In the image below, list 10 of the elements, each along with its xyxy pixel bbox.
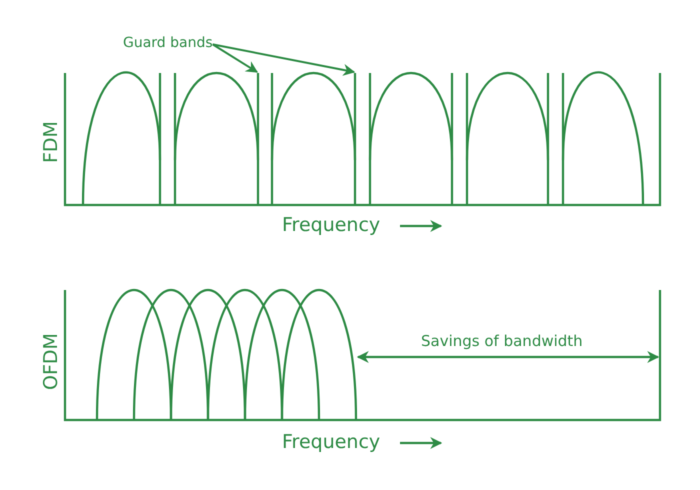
leader-line — [212, 44, 258, 73]
axis-label: Frequency — [282, 216, 380, 235]
axis-label: Frequency — [282, 433, 380, 452]
axis-label: FDM — [42, 121, 61, 163]
callout-label: Guard bands — [123, 36, 213, 50]
axis-label: OFDM — [42, 333, 61, 390]
guard-band — [354, 72, 372, 206]
leader-line — [212, 43, 356, 76]
dimension-label: Savings of bandwidth — [421, 334, 583, 349]
guard-band — [256, 72, 274, 206]
